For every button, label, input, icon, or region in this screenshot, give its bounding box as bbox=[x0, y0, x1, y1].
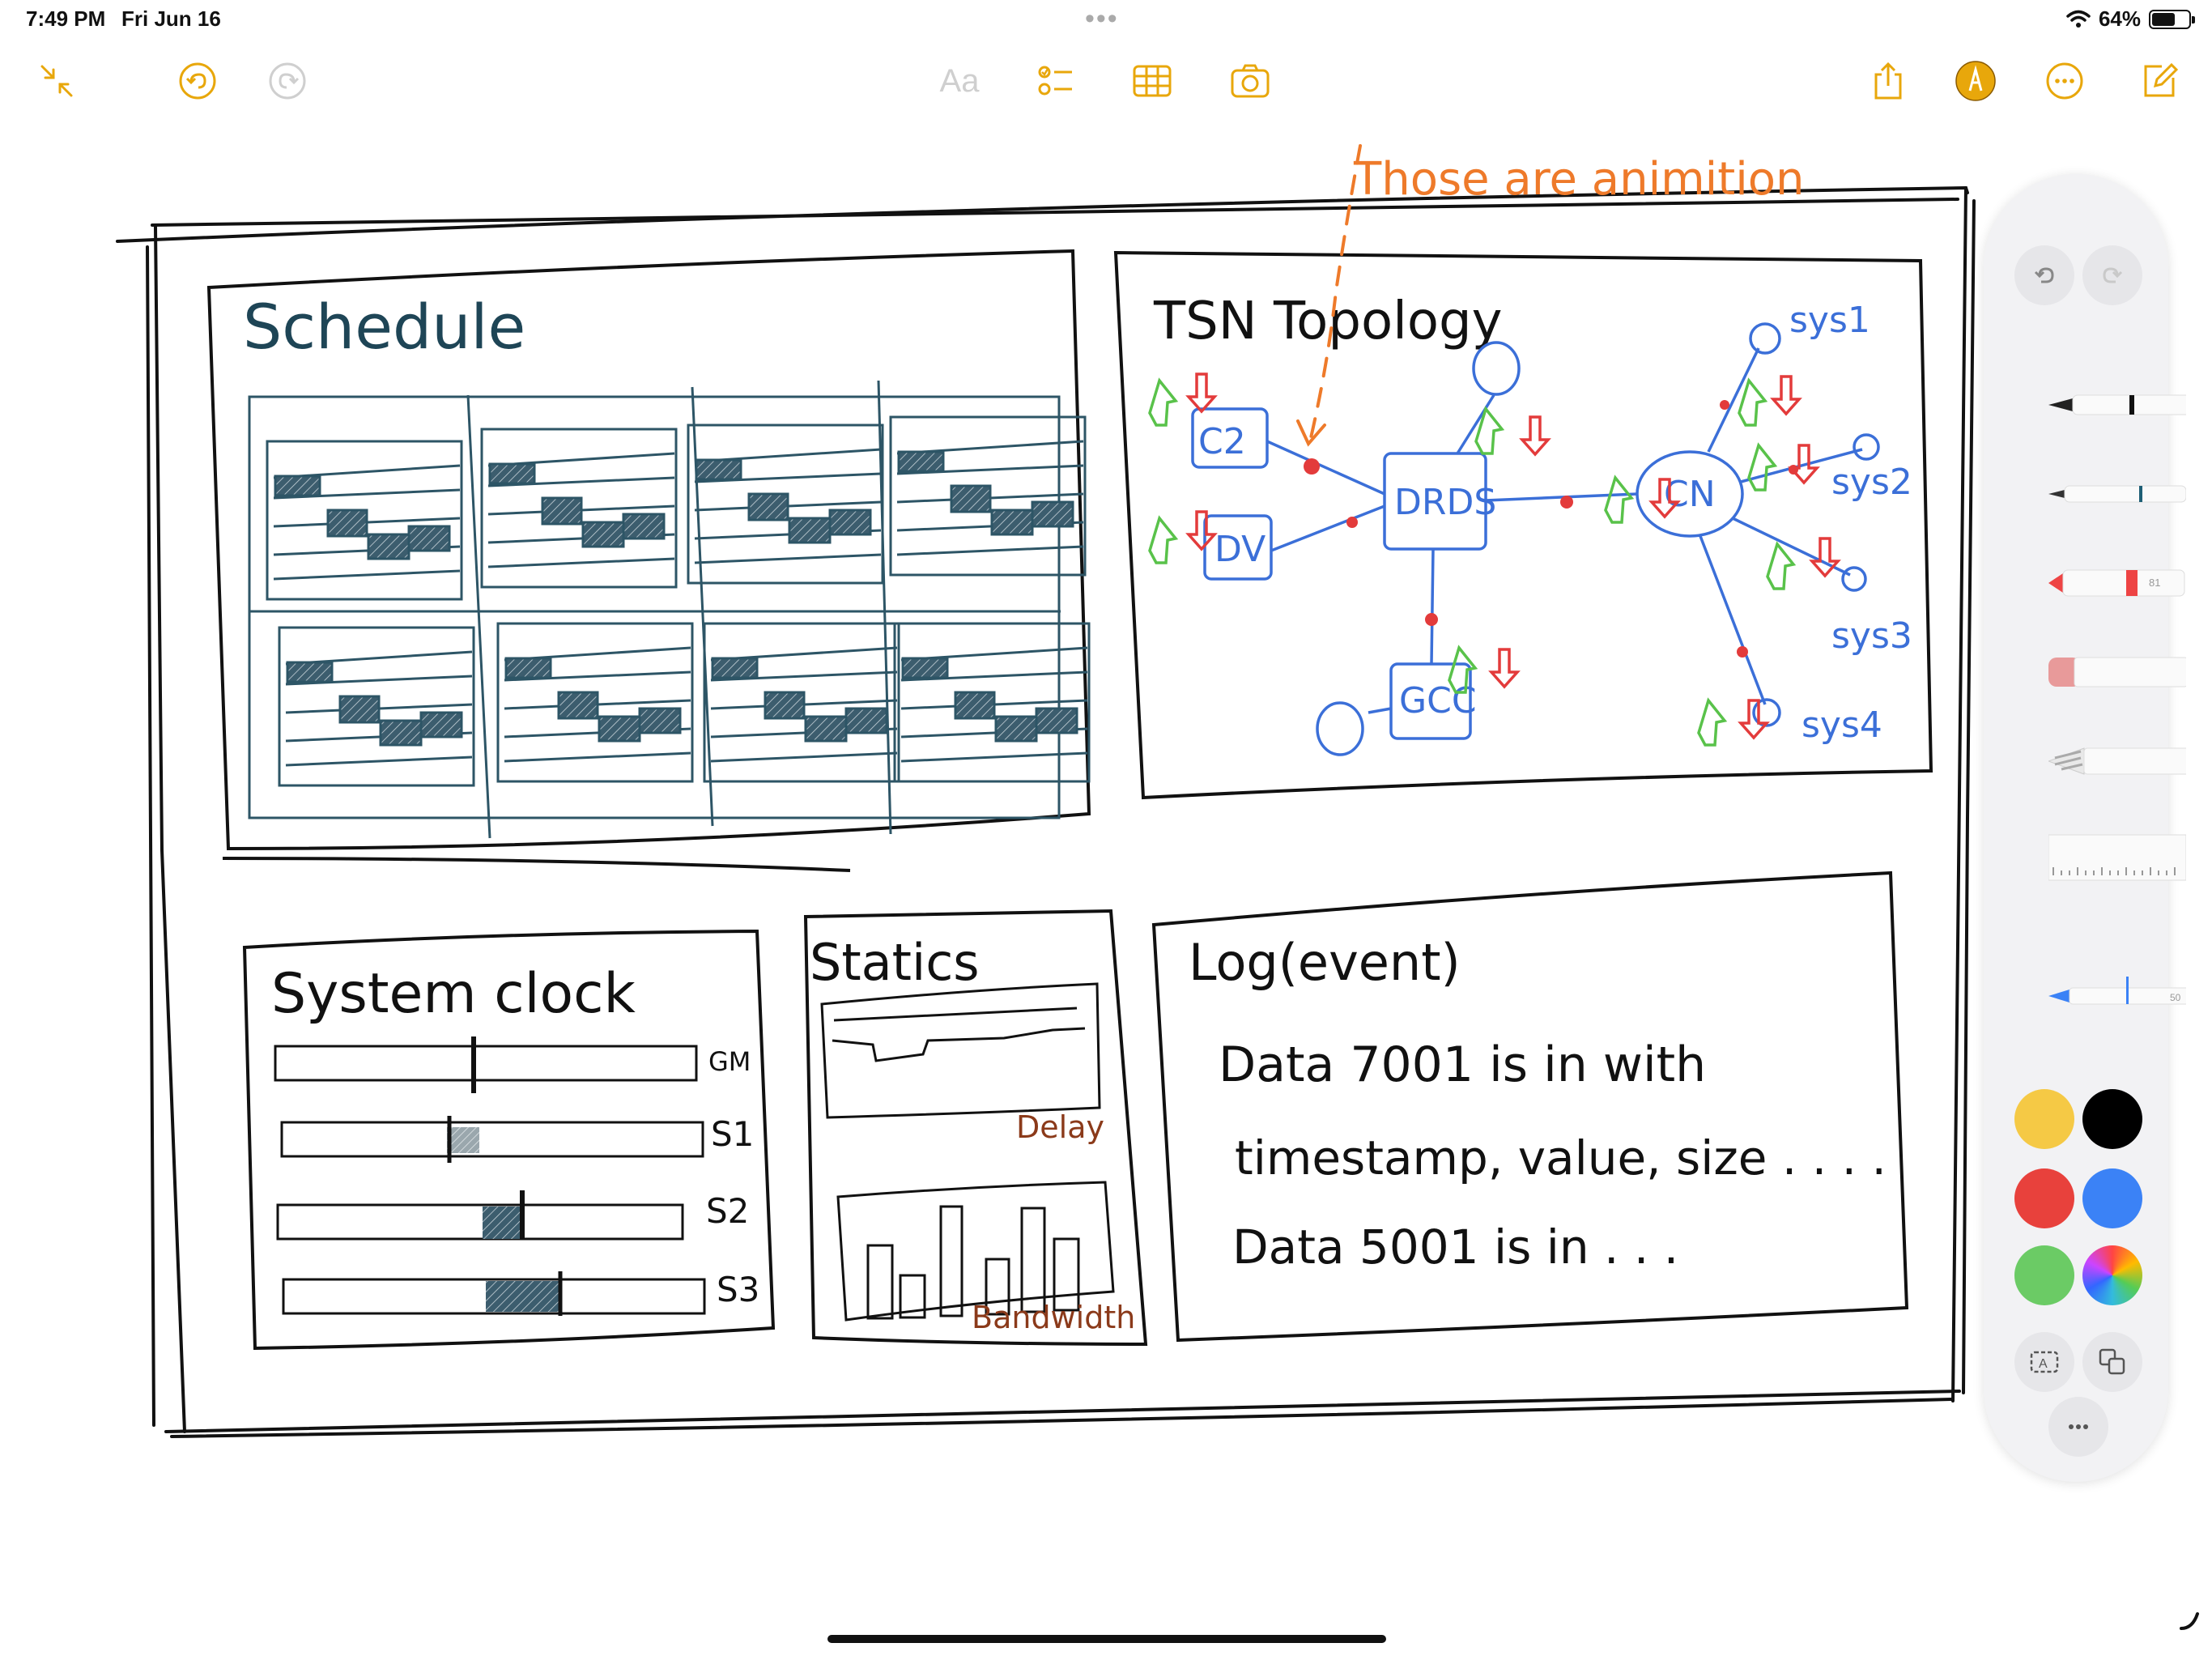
up-arrows bbox=[1148, 377, 1797, 747]
ruler-tool-icon[interactable] bbox=[2048, 830, 2186, 887]
node-gcc: GCC bbox=[1399, 680, 1477, 721]
handwritten-sketch: Schedule TSN Topology bbox=[116, 144, 1976, 1438]
down-arrows bbox=[1185, 372, 1841, 740]
log-line-1: Data 7001 is in with bbox=[1219, 1036, 1706, 1093]
more-options-icon[interactable] bbox=[2039, 55, 2091, 107]
format-text-button[interactable]: Aa bbox=[934, 55, 985, 107]
node-dv: DV bbox=[1214, 529, 1266, 570]
system-clock-title: System clock bbox=[271, 962, 636, 1026]
clock-bars bbox=[274, 1036, 706, 1316]
system-clock-panel bbox=[242, 929, 776, 1351]
statics-bandwidth-chart bbox=[836, 1181, 1115, 1322]
palette-redo-icon[interactable] bbox=[2082, 245, 2142, 305]
eraser-tool-icon[interactable] bbox=[2048, 648, 2186, 696]
table-icon[interactable] bbox=[1126, 55, 1178, 107]
color-swatch-black[interactable] bbox=[2082, 1089, 2142, 1149]
clock-label-s2: S2 bbox=[706, 1191, 749, 1231]
undo-icon[interactable] bbox=[172, 55, 223, 107]
camera-icon[interactable] bbox=[1224, 55, 1276, 107]
color-swatch-yellow[interactable] bbox=[2014, 1089, 2074, 1149]
statics-bandwidth-label: Bandwidth bbox=[972, 1300, 1135, 1335]
log-text: Log(event) Data 7001 is in with timestam… bbox=[1189, 933, 1887, 1275]
status-date: Fri Jun 16 bbox=[121, 6, 221, 31]
pen-tool-icon[interactable] bbox=[2048, 381, 2186, 429]
node-sys1: sys1 bbox=[1789, 300, 1870, 341]
schedule-panel bbox=[206, 249, 1091, 872]
topology-panel bbox=[1113, 250, 1933, 800]
resize-handle-icon[interactable] bbox=[2178, 1607, 2202, 1632]
clock-row-labels: GM S1 S2 S3 bbox=[706, 1046, 759, 1309]
home-indicator[interactable] bbox=[827, 1635, 1386, 1643]
statics-delay-chart bbox=[820, 982, 1101, 1119]
status-bar: 7:49 PM Fri Jun 16 ••• 64% bbox=[0, 0, 2212, 39]
annotation-text: Those are animition bbox=[1353, 153, 1805, 206]
marker-label: 81 bbox=[2149, 577, 2160, 589]
log-line-2: timestamp, value, size . . . . bbox=[1235, 1130, 1887, 1185]
text-box-icon[interactable]: A bbox=[2014, 1332, 2074, 1392]
note-canvas[interactable]: Schedule TSN Topology bbox=[0, 121, 1984, 1660]
clock-label-gm: GM bbox=[708, 1046, 751, 1077]
palette-more-icon[interactable] bbox=[2048, 1397, 2108, 1457]
clock-label-s3: S3 bbox=[717, 1270, 759, 1309]
node-sys3: sys3 bbox=[1831, 615, 1912, 657]
multitasking-dots-icon[interactable]: ••• bbox=[1085, 3, 1119, 34]
color-swatch-red[interactable] bbox=[2014, 1168, 2074, 1228]
clock-label-s1: S1 bbox=[711, 1114, 754, 1154]
svg-text:A: A bbox=[2039, 1357, 2048, 1371]
lasso-tool-icon[interactable] bbox=[2048, 737, 2186, 785]
statics-panel bbox=[803, 909, 1148, 1347]
link-dots bbox=[1304, 400, 1798, 658]
node-sys4: sys4 bbox=[1802, 704, 1882, 746]
status-right: 64% bbox=[2066, 6, 2195, 32]
statics-title: Statics bbox=[810, 933, 980, 992]
schedule-title: Schedule bbox=[243, 291, 525, 363]
redo-icon[interactable] bbox=[262, 55, 313, 107]
palette-undo-icon[interactable] bbox=[2014, 245, 2074, 305]
log-line-3: Data 5001 is in . . . bbox=[1232, 1219, 1678, 1275]
color-wheel-icon[interactable] bbox=[2082, 1245, 2142, 1305]
compose-icon[interactable] bbox=[2133, 55, 2184, 107]
tool-palette: 81 50 A bbox=[1984, 174, 2186, 1482]
log-panel bbox=[1151, 870, 1909, 1343]
node-drds: DRDS bbox=[1394, 482, 1496, 523]
topology-title: TSN Topology bbox=[1153, 292, 1503, 351]
status-time: 7:49 PM bbox=[26, 6, 106, 31]
outer-frame bbox=[116, 185, 1976, 1438]
schedule-grid bbox=[248, 380, 1091, 839]
pencil-tool-icon[interactable]: 50 bbox=[2048, 972, 2186, 1020]
markup-pen-icon[interactable] bbox=[1950, 55, 2001, 107]
wifi-icon bbox=[2066, 10, 2091, 28]
color-swatch-green[interactable] bbox=[2014, 1245, 2074, 1305]
color-swatch-blue[interactable] bbox=[2082, 1168, 2142, 1228]
marker-tool-icon[interactable]: 81 bbox=[2048, 559, 2186, 607]
collapse-icon[interactable] bbox=[31, 55, 83, 107]
node-sys2: sys2 bbox=[1831, 462, 1912, 503]
statics-delay-label: Delay bbox=[1016, 1109, 1104, 1145]
node-c2: C2 bbox=[1198, 421, 1246, 462]
checklist-icon[interactable] bbox=[1030, 55, 1082, 107]
log-title: Log(event) bbox=[1189, 933, 1461, 992]
topology-labels: C2 DV DRDS GCC CN sys1 sys2 sys3 sys4 bbox=[1198, 300, 1912, 746]
shapes-icon[interactable] bbox=[2082, 1332, 2142, 1392]
format-label: Aa bbox=[939, 62, 980, 99]
pencil-width-label: 50 bbox=[2170, 992, 2181, 1003]
annotation-arrow bbox=[1296, 144, 1362, 447]
battery-percent: 64% bbox=[2098, 6, 2141, 31]
fineliner-tool-icon[interactable] bbox=[2048, 470, 2186, 518]
battery-icon bbox=[2149, 9, 2195, 29]
topology-graph bbox=[1191, 322, 1880, 756]
share-icon[interactable] bbox=[1862, 55, 1914, 107]
